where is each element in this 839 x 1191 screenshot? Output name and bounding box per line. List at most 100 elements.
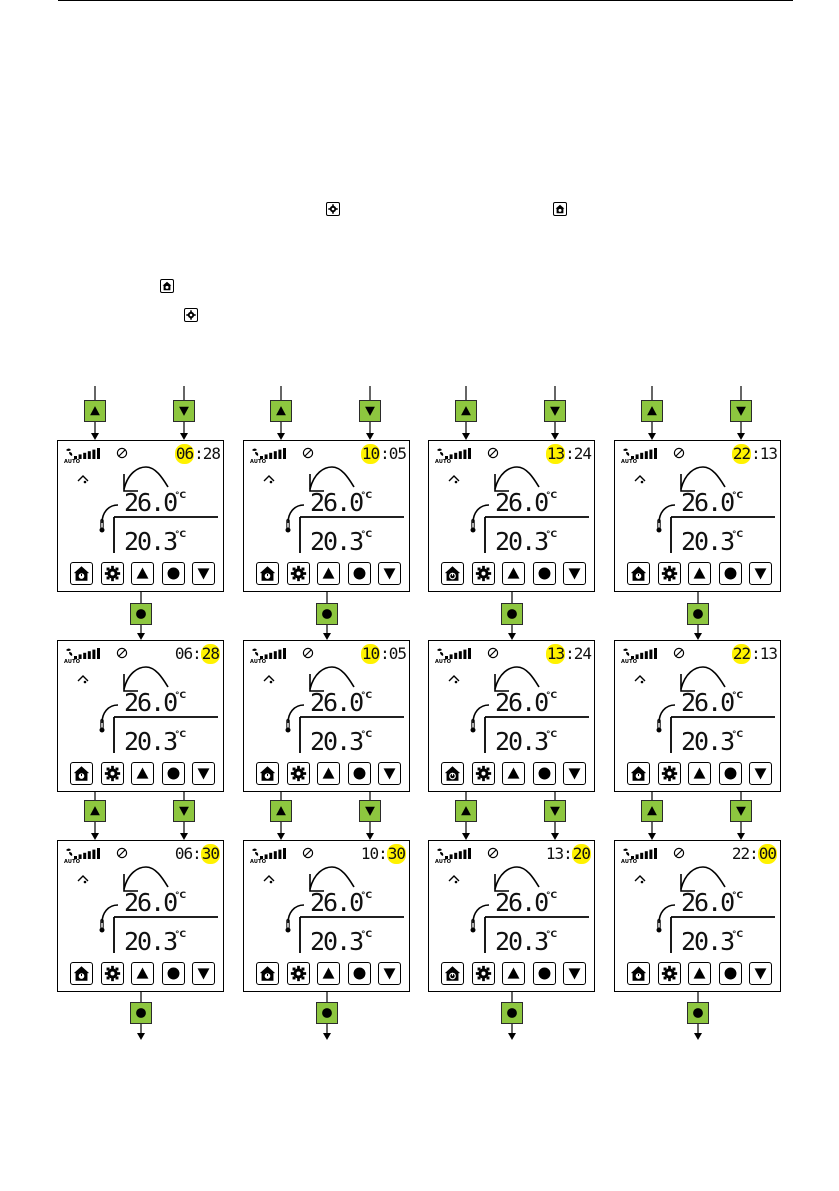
- up-step-node[interactable]: [455, 800, 477, 822]
- settings-button[interactable]: [286, 562, 310, 585]
- fan-speed-icon: [66, 448, 100, 459]
- down-button[interactable]: [749, 562, 772, 585]
- schedule-off-icon: [673, 647, 685, 659]
- ok-button[interactable]: [718, 562, 742, 585]
- ok-button[interactable]: [347, 562, 371, 585]
- thermometer-icon: [285, 519, 291, 533]
- ok-button[interactable]: [347, 962, 371, 985]
- up-button[interactable]: [317, 962, 340, 985]
- home-button[interactable]: [627, 762, 650, 785]
- down-button[interactable]: [749, 962, 772, 985]
- ok-step-node[interactable]: [130, 1002, 152, 1024]
- up-step-node[interactable]: [641, 400, 663, 422]
- ok-button[interactable]: [718, 762, 742, 785]
- setpoint-temperature: 26.0: [495, 488, 549, 517]
- ok-button[interactable]: [161, 762, 185, 785]
- up-button[interactable]: [317, 762, 340, 785]
- up-button[interactable]: [131, 762, 154, 785]
- home-button[interactable]: [256, 962, 279, 985]
- up-button[interactable]: [131, 562, 154, 585]
- down-button[interactable]: [192, 962, 215, 985]
- settings-button[interactable]: [471, 962, 495, 985]
- setpoint-unit: °C: [546, 691, 558, 701]
- room-temperature: 20.3: [310, 927, 364, 956]
- settings-button[interactable]: [100, 762, 124, 785]
- down-step-node[interactable]: [730, 400, 752, 422]
- up-step-node[interactable]: [270, 800, 292, 822]
- settings-button[interactable]: [286, 962, 310, 985]
- settings-button[interactable]: [286, 762, 310, 785]
- down-button[interactable]: [192, 562, 215, 585]
- down-step-node[interactable]: [544, 400, 566, 422]
- clock-hours: 13: [545, 444, 565, 464]
- home-button[interactable]: [256, 762, 279, 785]
- up-step-node[interactable]: [641, 800, 663, 822]
- down-button[interactable]: [192, 762, 215, 785]
- down-button[interactable]: [563, 562, 586, 585]
- down-button[interactable]: [378, 762, 401, 785]
- home-button[interactable]: [627, 562, 650, 585]
- ok-step-node[interactable]: [501, 603, 523, 625]
- settings-button[interactable]: [657, 962, 681, 985]
- down-step-node[interactable]: [544, 800, 566, 822]
- up-step-node[interactable]: [270, 400, 292, 422]
- ok-button[interactable]: [532, 762, 556, 785]
- down-step-node[interactable]: [359, 400, 381, 422]
- thermometer-icon: [656, 919, 662, 933]
- up-button[interactable]: [317, 562, 340, 585]
- down-button[interactable]: [563, 962, 586, 985]
- home-button[interactable]: [70, 962, 93, 985]
- home-button[interactable]: [70, 762, 93, 785]
- home-button[interactable]: [256, 562, 279, 585]
- schedule-off-icon: [487, 447, 499, 459]
- up-step-node[interactable]: [84, 800, 106, 822]
- home-button[interactable]: [70, 562, 93, 585]
- down-step-node[interactable]: [173, 800, 195, 822]
- settings-button[interactable]: [657, 762, 681, 785]
- ok-button[interactable]: [161, 562, 185, 585]
- settings-button[interactable]: [100, 962, 124, 985]
- home-power-button[interactable]: [441, 962, 464, 985]
- ok-step-node[interactable]: [687, 603, 709, 625]
- ok-button[interactable]: [161, 962, 185, 985]
- settings-button[interactable]: [100, 562, 124, 585]
- up-button[interactable]: [688, 962, 711, 985]
- down-button[interactable]: [563, 762, 586, 785]
- down-step-node[interactable]: [730, 800, 752, 822]
- down-step-node[interactable]: [359, 800, 381, 822]
- ok-button[interactable]: [347, 762, 371, 785]
- down-step-node[interactable]: [173, 400, 195, 422]
- ok-button[interactable]: [718, 962, 742, 985]
- up-step-node[interactable]: [455, 400, 477, 422]
- up-button[interactable]: [502, 762, 525, 785]
- up-button[interactable]: [688, 762, 711, 785]
- down-button[interactable]: [378, 962, 401, 985]
- up-button[interactable]: [131, 962, 154, 985]
- ok-step-node[interactable]: [130, 603, 152, 625]
- ok-step-node[interactable]: [687, 1002, 709, 1024]
- clock-display: 10:05: [360, 444, 407, 464]
- settings-button[interactable]: [471, 762, 495, 785]
- settings-button[interactable]: [471, 562, 495, 585]
- up-step-node[interactable]: [84, 400, 106, 422]
- fan-mode-label: AUTO: [435, 859, 452, 865]
- clock-display: 13:20: [546, 844, 591, 864]
- down-button[interactable]: [378, 562, 401, 585]
- ok-button[interactable]: [532, 962, 556, 985]
- home-power-button[interactable]: [441, 762, 464, 785]
- down-button[interactable]: [749, 762, 772, 785]
- settings-button[interactable]: [657, 562, 681, 585]
- up-button[interactable]: [502, 962, 525, 985]
- up-button[interactable]: [502, 562, 525, 585]
- fan-mode-label: AUTO: [621, 859, 638, 865]
- home-button[interactable]: [627, 962, 650, 985]
- ok-button[interactable]: [532, 562, 556, 585]
- setpoint-unit: °C: [175, 691, 187, 701]
- up-button[interactable]: [688, 562, 711, 585]
- home-power-button[interactable]: [441, 562, 464, 585]
- thermometer-icon: [470, 519, 476, 533]
- ok-step-node[interactable]: [501, 1002, 523, 1024]
- ok-step-node[interactable]: [316, 1002, 338, 1024]
- clock-colon: :: [380, 644, 390, 663]
- ok-step-node[interactable]: [316, 603, 338, 625]
